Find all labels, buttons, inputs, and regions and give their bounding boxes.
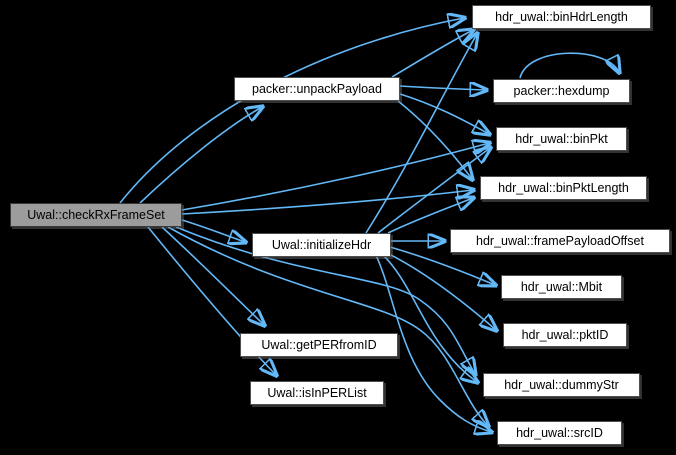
edge-checkRxFrameSet-initializeHdr [181, 219, 245, 242]
edge-unpackPayload-binPktLength [397, 100, 472, 179]
edge-initializeHdr-dummyStr [380, 252, 477, 382]
edge-checkRxFrameSet-binPktLength [181, 190, 473, 215]
node-dummyStr[interactable]: hdr_uwal::dummyStr [483, 373, 640, 397]
edge-unpackPayload-hexdump [399, 86, 486, 90]
node-srcID[interactable]: hdr_uwal::srcID [497, 421, 622, 445]
node-binPkt[interactable]: hdr_uwal::binPkt [496, 127, 627, 151]
node-isInPERList[interactable]: Uwal::isInPERList [250, 381, 384, 405]
node-binPktLength[interactable]: hdr_uwal::binPktLength [480, 176, 647, 200]
node-checkRxFrameSet[interactable]: Uwal::checkRxFrameSet [10, 203, 182, 227]
edge-checkRxFrameSet-isInPERList [147, 226, 276, 375]
edge-initializeHdr-srcID [374, 252, 491, 432]
node-binHdrLength[interactable]: hdr_uwal::binHdrLength [472, 5, 651, 29]
node-hexdump[interactable]: packer::hexdump [493, 79, 630, 103]
edge-initializeHdr-binHdrLength [365, 34, 477, 234]
edge-initializeHdr-Mbit [389, 246, 495, 285]
edge-checkRxFrameSet-getPERfromID [161, 226, 264, 325]
edge-initializeHdr-pktID [386, 252, 496, 330]
edge-initializeHdr-binPkt [377, 148, 490, 234]
edge-checkRxFrameSet-binPkt [181, 143, 489, 211]
edge-checkRxFrameSet-binHdrLength [119, 18, 464, 204]
edge-initializeHdr-binPktLength [387, 198, 473, 234]
node-Mbit[interactable]: hdr_uwal::Mbit [501, 275, 622, 299]
node-pktID[interactable]: hdr_uwal::pktID [503, 323, 627, 347]
edge-checkRxFrameSet-unpackPayload [139, 107, 262, 204]
edge-unpackPayload-binHdrLength [391, 30, 473, 78]
node-unpackPayload[interactable]: packer::unpackPayload [234, 77, 400, 101]
edge-unpackPayload-binPkt [399, 93, 489, 134]
node-initializeHdr[interactable]: Uwal::initializeHdr [252, 233, 391, 257]
node-framePayloadOffset[interactable]: hdr_uwal::framePayloadOffset [450, 229, 670, 253]
edge-hexdump-hexdump [519, 52, 619, 79]
edge-checkRxFrameSet-srcID [167, 226, 488, 426]
node-getPERfromID[interactable]: Uwal::getPERfromID [240, 333, 398, 357]
